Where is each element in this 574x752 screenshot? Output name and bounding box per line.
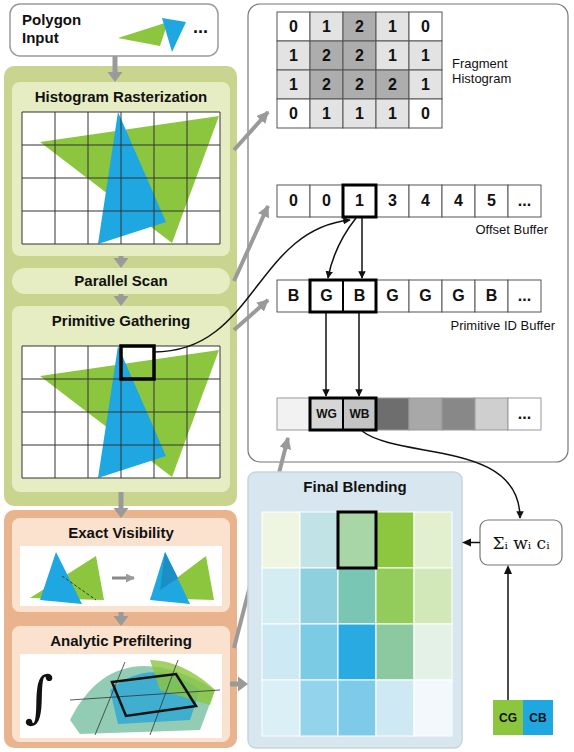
flow-arrow [114, 612, 129, 626]
primitive-id: G [310, 280, 343, 312]
histogram-count: 1 [409, 70, 442, 99]
stage-title: Final Blending [303, 478, 406, 496]
flow-arrow [114, 256, 129, 268]
stage-title: Histogram Rasterization [35, 88, 208, 106]
primitive-id: G [442, 280, 475, 312]
histogram-count: 2 [343, 41, 376, 70]
histogram-count: 1 [343, 99, 376, 128]
histogram-count: 1 [376, 99, 409, 128]
integral-symbol: ∫ [22, 656, 56, 736]
offset-value: 5 [475, 185, 508, 217]
color-swatch: CG [493, 700, 523, 735]
histogram-count: 0 [409, 99, 442, 128]
offset-value: 0 [310, 185, 343, 217]
flow-arrow [108, 56, 123, 82]
primitive-id: B [277, 280, 310, 312]
weight-value: ... [508, 398, 541, 430]
primitive-id: B [475, 280, 508, 312]
color-swatch: CB [523, 700, 553, 735]
weight-value: WG [310, 398, 343, 430]
buffer-name: Offset Buffer [420, 220, 548, 238]
primitive-id: G [376, 280, 409, 312]
offset-value: ... [508, 185, 541, 217]
stage-title: Exact Visibility [68, 524, 174, 542]
flow-arrow [230, 677, 248, 692]
histogram-count: 0 [277, 99, 310, 128]
histogram-count: 1 [277, 70, 310, 99]
stage-title: Polygon Input [22, 11, 102, 47]
histogram-count: 2 [343, 70, 376, 99]
primitive-id: ... [508, 280, 541, 312]
stage-box: Primitive Gathering [12, 306, 230, 492]
ellipsis-text: ... [193, 18, 208, 36]
offset-value: 3 [376, 185, 409, 217]
output-box: Final Blending [248, 472, 462, 748]
offset-value: 0 [277, 185, 310, 217]
histogram-count: 1 [310, 99, 343, 128]
histogram-count: 2 [310, 70, 343, 99]
stage-title: CB [529, 709, 546, 727]
stage-pill: Parallel Scan [12, 268, 230, 294]
histogram-count: 2 [343, 12, 376, 41]
buffer-name: Primitive ID Buffer [400, 316, 555, 334]
offset-value: 4 [442, 185, 475, 217]
offset-value: 4 [409, 185, 442, 217]
offset-value: 1 [343, 185, 376, 217]
histogram-count: 0 [277, 12, 310, 41]
histogram-count: 1 [409, 41, 442, 70]
stage-box: Exact Visibility [12, 518, 230, 612]
pointer-arrow [504, 565, 512, 700]
stage-title: Parallel Scan [74, 272, 167, 290]
histogram-count: 1 [376, 12, 409, 41]
formula-box: Σᵢ wᵢ cᵢ [480, 520, 562, 565]
histogram-count: 1 [310, 12, 343, 41]
stage-box: Histogram Rasterization [12, 82, 230, 256]
histogram-count: 1 [376, 41, 409, 70]
primitive-id: B [343, 280, 376, 312]
primitive-id: G [409, 280, 442, 312]
flow-arrow [114, 294, 129, 306]
buffer-name: Fragment Histogram [452, 50, 552, 92]
input-box: Polygon Input... [10, 4, 218, 56]
pointer-arrow [462, 539, 480, 547]
stage-title: Analytic Prefiltering [50, 632, 192, 650]
flow-arrow [114, 492, 129, 518]
stage-title: Σᵢ wᵢ cᵢ [492, 534, 549, 552]
histogram-count: 2 [310, 41, 343, 70]
histogram-count: 2 [376, 70, 409, 99]
histogram-count: 1 [277, 41, 310, 70]
histogram-count: 0 [409, 12, 442, 41]
stage-title: CG [499, 709, 517, 727]
stage-title: Primitive Gathering [52, 312, 190, 330]
weight-value: WB [343, 398, 376, 430]
